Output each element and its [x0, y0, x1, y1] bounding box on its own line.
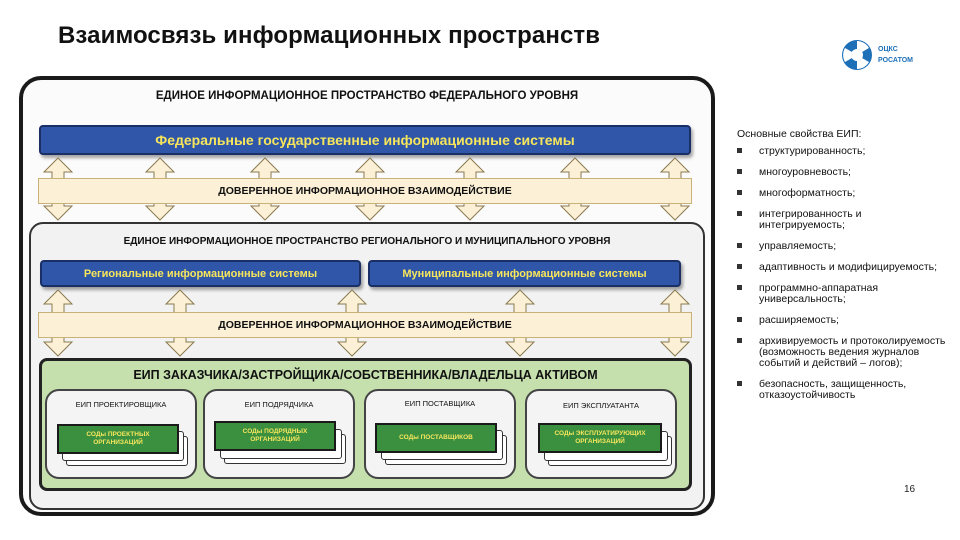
property-text: многоуровневость; [759, 166, 851, 178]
federal-systems-bar: Федеральные государственные информационн… [39, 125, 691, 155]
trusted-interaction-bar-2: ДОВЕРЕННОЕ ИНФОРМАЦИОННОЕ ВЗАИМОДЕЙСТВИЕ [38, 312, 692, 338]
property-item: структурированность; [737, 146, 947, 157]
bullet-icon [737, 264, 742, 269]
sub-space-title: ЕИП ПОСТАВЩИКА [404, 399, 476, 408]
trusted-interaction-bar-1: ДОВЕРЕННОЕ ИНФОРМАЦИОННОЕ ВЗАИМОДЕЙСТВИЕ [38, 178, 692, 204]
eip-title: ЕИП ЗАКАЗЧИКА/ЗАСТРОЙЩИКА/СОБСТВЕННИКА/В… [133, 368, 598, 382]
bullet-icon [737, 285, 742, 290]
slide-title: Взаимосвязь информационных пространств [58, 22, 601, 49]
logo-line1: ОЦКС [878, 46, 898, 53]
municipal-systems-bar: Муниципальные информационные системы [368, 260, 681, 287]
federal-space-title: ЕДИНОЕ ИНФОРМАЦИОННОЕ ПРОСТРАНСТВО ФЕДЕР… [155, 90, 579, 102]
bullet-icon [737, 317, 742, 322]
property-item: архивируемость и протоколируемость (возм… [737, 336, 947, 369]
sod-card: СОДы ПОДРЯДНЫХ ОРГАНИЗАЦИЙ [214, 421, 336, 451]
property-text: расширяемость; [759, 314, 839, 326]
properties-list: структурированность; многоуровневость; м… [737, 146, 947, 401]
sod-card: СОДы ПРОЕКТНЫХ ОРГАНИЗАЦИЙ [57, 424, 179, 454]
logo-line2: РОСАТОМ [878, 57, 913, 64]
properties-title: Основные свойства ЕИП: [737, 128, 862, 140]
bullet-icon [737, 148, 742, 153]
property-text: интегрированность и интегрируемость; [759, 208, 862, 231]
bullet-icon [737, 190, 742, 195]
sub-space-title: ЕИП ПОДРЯДЧИКА [244, 400, 314, 409]
property-text: архивируемость и протоколируемость (возм… [759, 335, 946, 369]
property-item: управляемость; [737, 241, 947, 252]
property-text: структурированность; [759, 145, 866, 157]
property-text: безопасность, защищенность, отказоустойч… [759, 378, 907, 401]
bullet-icon [737, 381, 742, 386]
sod-card: СОДы ПОСТАВЩИКОВ [375, 423, 497, 453]
page-number: 16 [904, 484, 916, 495]
rosatom-logo-icon [842, 40, 872, 70]
logo: ОЦКС РОСАТОМ [840, 38, 922, 72]
regional-systems-bar: Региональные информационные системы [40, 260, 361, 287]
property-item: многоформатность; [737, 188, 947, 199]
sub-space-title: ЕИП ЭКСПЛУАТАНТА [562, 401, 640, 410]
bullet-icon [737, 169, 742, 174]
logo-text: ОЦКС РОСАТОМ [878, 44, 913, 66]
property-text: программно-аппаратная универсальность; [759, 282, 879, 305]
sod-card: СОДы ЭКСПЛУАТИРУЮЩИХ ОРГАНИЗАЦИЙ [538, 423, 662, 453]
property-item: расширяемость; [737, 315, 947, 326]
properties-panel: Основные свойства ЕИП: структурированнос… [737, 128, 947, 411]
bullet-icon [737, 211, 742, 216]
property-text: управляемость; [759, 240, 837, 252]
property-item: программно-аппаратная универсальность; [737, 283, 947, 305]
regional-space-title: ЕДИНОЕ ИНФОРМАЦИОННОЕ ПРОСТРАНСТВО РЕГИО… [123, 236, 611, 247]
property-item: адаптивность и модифицируемость; [737, 262, 947, 273]
property-text: многоформатность; [759, 187, 856, 199]
bullet-icon [737, 338, 742, 343]
property-item: интегрированность и интегрируемость; [737, 209, 947, 231]
property-item: безопасность, защищенность, отказоустойч… [737, 379, 947, 401]
property-item: многоуровневость; [737, 167, 947, 178]
bullet-icon [737, 243, 742, 248]
property-text: адаптивность и модифицируемость; [759, 261, 938, 273]
sub-space-title: ЕИП ПРОЕКТИРОВЩИКА [75, 400, 167, 409]
